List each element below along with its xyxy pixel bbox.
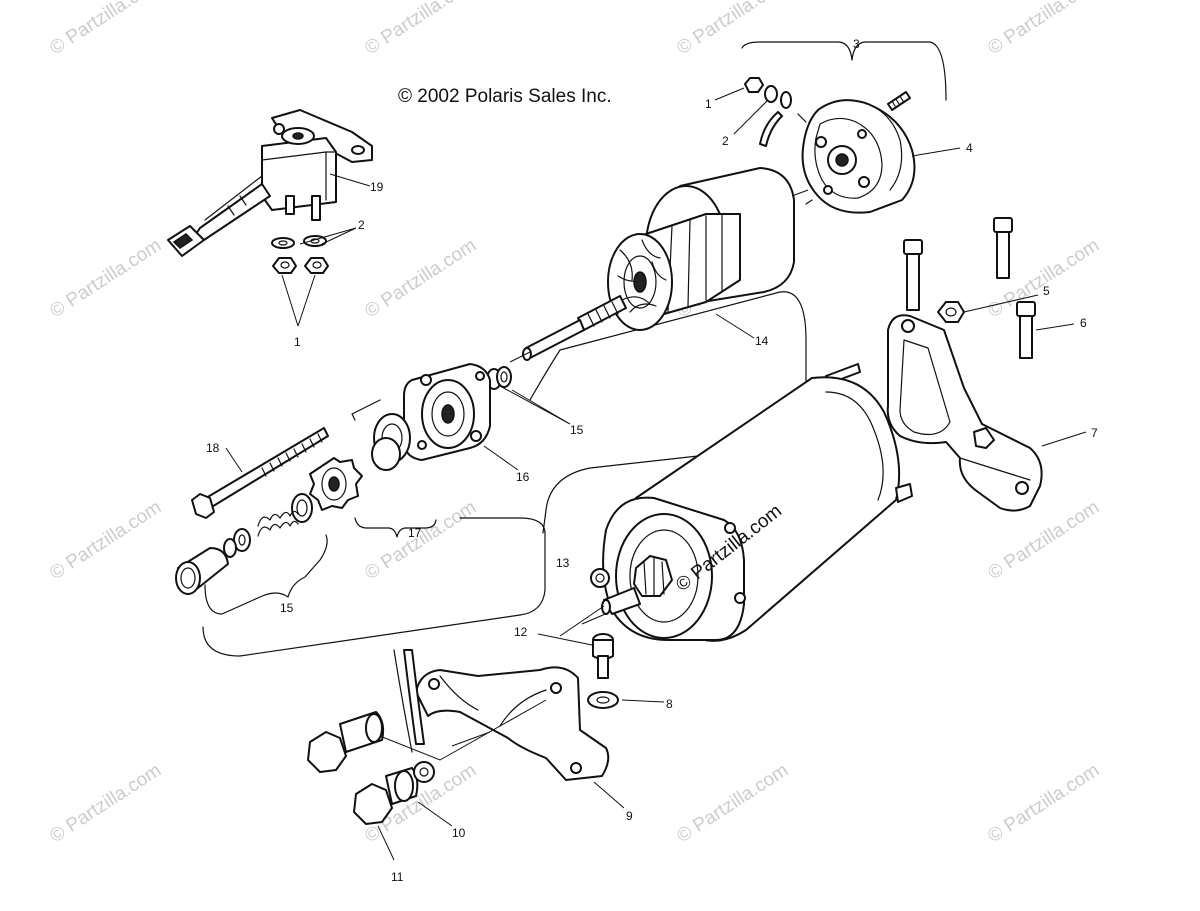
callout-7: 7	[1091, 426, 1098, 440]
watermark: © Partzilla.com	[984, 0, 1103, 59]
star-washer	[394, 770, 414, 802]
copyright-text: © 2002 Polaris Sales Inc.	[398, 86, 612, 107]
terminal-washer	[764, 85, 778, 103]
mount-bracket-upper	[886, 314, 1043, 512]
lower-bracket	[393, 649, 610, 781]
ground-wire	[403, 649, 425, 745]
group-bracket-3	[741, 41, 947, 101]
callout-16: 16	[516, 470, 530, 484]
callout-2: 2	[722, 134, 729, 148]
group-bracket-16-tick	[351, 399, 381, 421]
watermark: © Partzilla.com	[46, 235, 165, 322]
cap-screw-shank	[597, 655, 609, 679]
callout-19: 19	[370, 180, 384, 194]
watermark: © Partzilla.com	[984, 497, 1103, 584]
watermark: © Partzilla.com	[984, 760, 1103, 847]
lower-spring-set	[175, 510, 299, 595]
terminal-nut	[744, 77, 764, 93]
terminal-stud	[887, 91, 911, 111]
callout-14: 14	[755, 334, 769, 348]
bolt-shank	[205, 427, 329, 509]
watermark: © Partzilla.com	[361, 0, 480, 59]
watermark: © Partzilla.com	[361, 497, 480, 584]
callout-5: 5	[1043, 284, 1050, 298]
callout-1: 1	[705, 97, 712, 111]
group-bracket-15-lower	[204, 534, 328, 615]
thrust-washer	[496, 366, 512, 388]
alignment-lines	[379, 189, 809, 761]
solenoid-wire	[195, 183, 271, 241]
group-bracket-17	[354, 517, 437, 538]
watermark: © Partzilla.com	[46, 0, 165, 59]
bolt-head	[191, 493, 215, 519]
callout-leaders	[225, 87, 1087, 861]
flange-ear	[590, 568, 610, 588]
hex-bolt-shank	[996, 231, 1010, 279]
callout-18: 18	[206, 441, 220, 455]
group-bracket-13	[202, 517, 546, 657]
callout-13: 13	[556, 556, 570, 570]
armature-shaft	[525, 319, 585, 359]
wire-ring-terminal	[413, 761, 435, 783]
pinion-stop	[371, 437, 401, 471]
callout-6: 6	[1080, 316, 1087, 330]
watermark: © Partzilla.com	[673, 0, 792, 59]
end-cap-assembly	[744, 77, 916, 214]
callout-15: 15	[570, 423, 584, 437]
hex-bolt-shank	[1019, 315, 1033, 359]
bracket-cutout	[899, 339, 951, 435]
armature-assembly	[522, 167, 795, 361]
flange-bolt-head	[353, 783, 393, 825]
thru-bolt	[191, 427, 329, 519]
starter-motor	[590, 363, 913, 642]
callout-8: 8	[666, 697, 673, 711]
lock-washer	[271, 237, 295, 249]
hex-bolt-head	[1016, 301, 1036, 317]
callout-1: 1	[294, 335, 301, 349]
solenoid-body	[261, 137, 337, 211]
callout-17: 17	[408, 526, 422, 540]
callout-3: 3	[853, 37, 860, 51]
drive-end-plate	[403, 363, 491, 461]
mount-bracket	[886, 314, 1043, 512]
insulator-strip	[759, 111, 783, 147]
callout-9: 9	[626, 809, 633, 823]
hex-nut	[937, 301, 965, 323]
flange-bolts	[307, 711, 435, 825]
callout-4: 4	[966, 141, 973, 155]
terminal-washer	[780, 91, 792, 109]
end-cap-housing	[801, 99, 916, 214]
watermark: © Partzilla.com	[361, 235, 480, 322]
pinion-collar	[291, 493, 313, 523]
callout-15: 15	[280, 601, 294, 615]
bracket-hole	[351, 145, 365, 155]
drive-spring	[257, 510, 299, 527]
watermark: © Partzilla.com	[46, 497, 165, 584]
hex-bolt-shank	[906, 253, 920, 311]
watermark: © Partzilla.com	[46, 760, 165, 847]
hex-nut	[304, 257, 329, 274]
spring-washer	[223, 538, 237, 558]
drive-pinion-group	[291, 413, 411, 523]
callout-2: 2	[358, 218, 365, 232]
hex-bolt-head	[903, 239, 923, 255]
bracket-nut	[973, 427, 995, 449]
callout-11: 11	[391, 870, 404, 884]
solenoid-assembly	[167, 109, 373, 257]
callout-12: 12	[514, 625, 528, 639]
callout-10: 10	[452, 826, 466, 840]
flange-bolt-head	[307, 731, 347, 773]
solenoid-hardware	[271, 235, 329, 274]
callout-labels: 1 1 2 2 3 4 5 6 7 8 9 10 11 12 13 14 15 …	[206, 37, 1098, 884]
hex-nut	[272, 257, 297, 274]
motor-end-bolt	[895, 483, 913, 503]
hex-bolt-head	[993, 217, 1013, 233]
watermark: © Partzilla.com	[673, 760, 792, 847]
bracket-bolts	[903, 217, 1036, 359]
lower-bracket-plate	[415, 666, 610, 781]
flat-washer	[587, 691, 619, 709]
motor-bolt-hardware	[587, 633, 619, 709]
